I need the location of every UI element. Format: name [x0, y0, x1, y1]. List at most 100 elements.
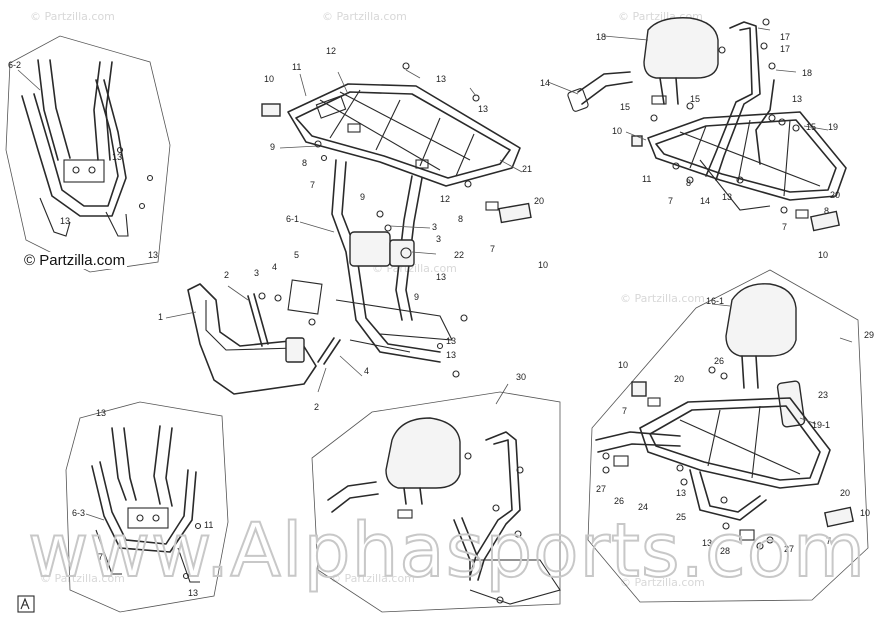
part-label: 9 [360, 192, 365, 202]
rear-rack-19-1 [595, 283, 855, 550]
part-label: 13 [188, 588, 198, 598]
watermark-small: © Partzilla.com [620, 292, 705, 305]
part-label: 8 [686, 178, 691, 188]
part-label: 13 [478, 104, 488, 114]
backrest-assembly-30 [327, 383, 561, 605]
part-label: 11 [204, 520, 213, 530]
part-label: 13 [148, 250, 158, 260]
part-label: 10 [538, 260, 548, 270]
part-labels: 6-2 13 13 13 10 11 12 13 13 9 8 7 21 12 … [8, 32, 874, 598]
part-label: 23 [818, 390, 828, 400]
part-label: 9 [270, 142, 275, 152]
part-label: 13 [436, 272, 446, 282]
part-label: 26 [714, 356, 724, 366]
panel-front-guard-bottom [65, 401, 229, 613]
panel-rear-backrest-bottom [311, 391, 561, 613]
part-label: 19-1 [812, 420, 830, 430]
part-label: 28 [720, 546, 730, 556]
part-label: 13 [112, 152, 122, 162]
front-guard-6-3 [85, 425, 202, 583]
part-label: 8 [458, 214, 463, 224]
skid-plate-assembly [165, 279, 363, 395]
small-watermarks: © Partzilla.com © Partzilla.com © Partzi… [30, 10, 705, 589]
front-rack-assembly [261, 62, 532, 378]
part-label: 6-3 [72, 508, 85, 518]
part-label: 25 [676, 512, 686, 522]
part-label: 9 [414, 292, 419, 302]
panel-rear-rack-right [587, 269, 869, 603]
part-label: 11 [292, 62, 301, 72]
part-label: 7 [668, 196, 673, 206]
part-label: 22 [454, 250, 464, 260]
part-label: 14 [540, 78, 550, 88]
part-label: 13 [446, 350, 456, 360]
part-label: 20 [840, 488, 850, 498]
part-label: 10 [860, 508, 870, 518]
logo-icon [17, 595, 35, 613]
part-label: 17 [780, 44, 790, 54]
part-label: 10 [612, 126, 622, 136]
part-label: 14 [700, 196, 710, 206]
part-label: 13 [60, 216, 70, 226]
part-label: 21 [522, 164, 532, 174]
watermark-small: © Partzilla.com [322, 10, 407, 23]
panel-front-guard-top [5, 35, 171, 273]
part-label: 6-2 [8, 60, 21, 70]
part-label: 5 [294, 250, 299, 260]
part-label: 12 [326, 46, 336, 56]
part-label: 7 [490, 244, 495, 254]
part-label: 19 [828, 122, 838, 132]
part-label: 13 [792, 94, 802, 104]
part-label: 24 [638, 502, 648, 512]
part-label: 17 [780, 32, 790, 42]
part-label: 3 [432, 222, 437, 232]
watermark-small: © Partzilla.com [40, 572, 125, 585]
part-label: 3 [436, 234, 441, 244]
part-label: 13 [676, 488, 686, 498]
part-label: 13 [722, 192, 732, 202]
part-label: 20 [830, 190, 840, 200]
part-label: 15 [620, 102, 630, 112]
part-label: 4 [364, 366, 369, 376]
part-label: 6-1 [286, 214, 299, 224]
part-label: 7 [782, 222, 787, 232]
watermark-small: © Partzilla.com [330, 572, 415, 585]
part-label: 7 [826, 536, 831, 546]
part-label: 27 [784, 544, 794, 554]
part-label: 4 [272, 262, 277, 272]
part-label: 20 [534, 196, 544, 206]
part-label: 7 [310, 180, 315, 190]
part-label: 11 [642, 174, 651, 184]
part-label: 15 [690, 94, 700, 104]
watermark-small: © Partzilla.com [620, 576, 705, 589]
watermark-main: www.Alphasports.com [28, 508, 866, 594]
part-label: 8 [824, 206, 829, 216]
part-label: 20 [674, 374, 684, 384]
part-label: 27 [596, 484, 606, 494]
partzilla-credit: © Partzilla.com [22, 252, 128, 269]
part-label: 3 [254, 268, 259, 278]
part-label: 18 [596, 32, 606, 42]
front-guard-6-2 [17, 59, 154, 237]
part-label: 18 [802, 68, 812, 78]
part-label: 12 [440, 194, 450, 204]
part-label: 30 [516, 372, 526, 382]
part-label: 15 [806, 122, 816, 132]
part-label: 13 [702, 538, 712, 548]
part-label: 10 [264, 74, 274, 84]
logo-mark [20, 597, 30, 610]
part-label: 16-1 [706, 296, 724, 306]
part-label: 13 [436, 74, 446, 84]
part-label: 1 [158, 312, 163, 322]
part-label: 7 [98, 552, 103, 562]
part-label: 13 [446, 336, 456, 346]
part-label: 2 [224, 270, 229, 280]
part-label: 13 [96, 408, 106, 418]
watermark-small: © Partzilla.com [30, 10, 115, 23]
part-label: 10 [818, 250, 828, 260]
part-label: 10 [618, 360, 628, 370]
part-label: 29 [864, 330, 874, 340]
part-label: 2 [314, 402, 319, 412]
